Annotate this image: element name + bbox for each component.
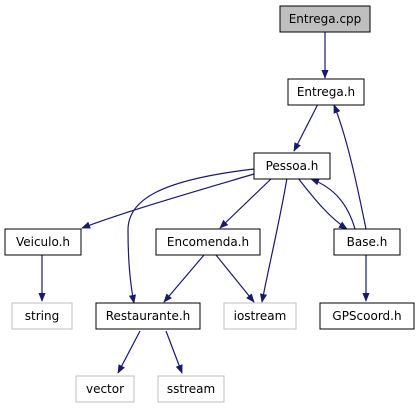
node-veiculo-h-label: Veiculo.h — [16, 235, 70, 249]
node-entrega-cpp-label: Entrega.cpp — [289, 12, 362, 26]
node-entrega-h[interactable]: Entrega.h — [287, 78, 365, 106]
node-iostream-label: iostream — [234, 309, 287, 323]
edge-encomenda-h-to-iostream — [215, 254, 255, 303]
node-pessoa-h[interactable]: Pessoa.h — [253, 152, 331, 180]
edge-pessoa-h-to-veiculo-h — [81, 173, 255, 229]
node-gpscoord-h[interactable]: GPScoord.h — [319, 302, 415, 330]
node-base-h[interactable]: Base.h — [333, 228, 401, 256]
edge-restaurante-h-to-vector — [117, 330, 141, 374]
node-sstream-label: sstream — [167, 382, 215, 396]
node-entrega-cpp[interactable]: Entrega.cpp — [279, 5, 371, 33]
edge-pessoa-h-to-restaurante-h — [127, 168, 255, 304]
edge-encomenda-h-to-restaurante-h — [163, 254, 205, 303]
edge-base-h-to-pessoa-h — [310, 178, 356, 230]
edges — [38, 32, 370, 374]
node-restaurante-h-label: Restaurante.h — [106, 309, 191, 323]
node-sstream[interactable]: sstream — [157, 375, 225, 403]
edge-pessoa-h-to-encomenda-h — [219, 177, 273, 229]
node-vector[interactable]: vector — [75, 375, 135, 403]
node-base-h-label: Base.h — [347, 235, 388, 249]
node-encomenda-h-label: Encomenda.h — [167, 235, 249, 249]
nodes: Entrega.cpp Entrega.h Pessoa.h Veiculo.h… — [4, 5, 415, 403]
node-encomenda-h[interactable]: Encomenda.h — [155, 228, 261, 256]
node-iostream[interactable]: iostream — [223, 302, 297, 330]
edge-pessoa-h-to-base-h — [297, 177, 348, 230]
node-string-label: string — [25, 309, 59, 323]
edge-pessoa-h-to-iostream — [259, 177, 288, 303]
node-pessoa-h-label: Pessoa.h — [266, 159, 319, 173]
node-gpscoord-h-label: GPScoord.h — [332, 309, 401, 323]
node-restaurante-h[interactable]: Restaurante.h — [95, 302, 201, 330]
edge-entrega-h-to-pessoa-h — [293, 103, 319, 152]
edge-base-h-to-entrega-h — [333, 104, 367, 230]
node-vector-label: vector — [86, 382, 124, 396]
edge-restaurante-h-to-sstream — [165, 330, 183, 374]
node-string[interactable]: string — [11, 302, 73, 330]
node-veiculo-h[interactable]: Veiculo.h — [4, 228, 82, 256]
node-entrega-h-label: Entrega.h — [297, 85, 355, 99]
